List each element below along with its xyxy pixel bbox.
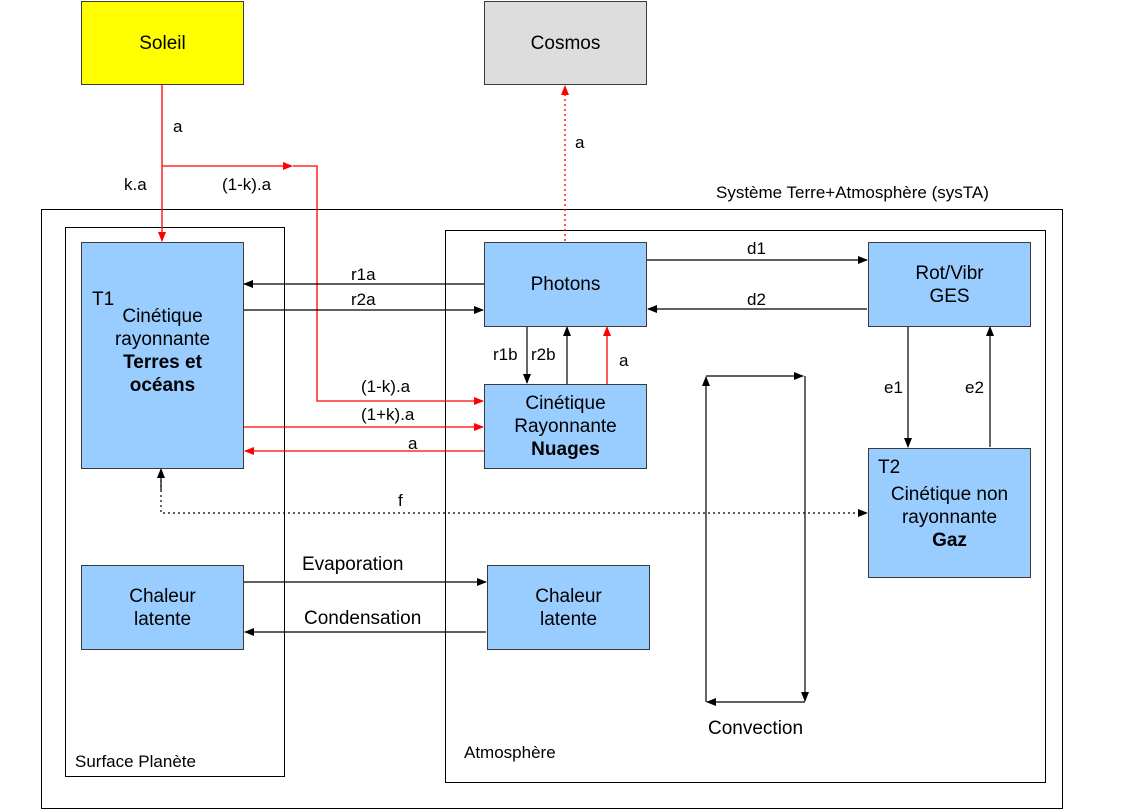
label-convection: Convection [708,718,804,739]
t1-bold2: océans [129,374,196,396]
label-r1a: r1a [351,265,376,284]
label-r2b: r2b [531,345,556,364]
systa-title: Système Terre+Atmosphère (sysTA) [716,183,989,202]
cosmos-label: Cosmos [530,32,601,54]
label-r2a: r2a [351,290,376,309]
nuages-line1: Cinétique [525,393,606,414]
label-a-cosmos: a [575,133,585,152]
nuages-bold: Nuages [531,439,600,460]
atmosphere-frame [445,230,1046,783]
t1-node: T1 Cinétique rayonnante Terres et océans [81,242,244,469]
label-a-top: a [173,117,183,136]
label-e2: e2 [965,378,984,397]
label-e1: e1 [884,378,903,397]
label-1mk-top: (1-k).a [222,175,272,194]
nuages-line2: Rayonnante [514,416,617,437]
label-d2: d2 [747,290,766,309]
chaleur-surface-line1: Chaleur [129,585,196,607]
t2-node: T2 Cinétique non rayonnante Gaz [868,448,1031,578]
chaleur-surface-node: Chaleur latente [81,565,244,650]
nuages-node: Cinétique Rayonnante Nuages [484,384,647,469]
t1-tag: T1 [92,289,115,310]
label-evaporation: Evaporation [302,554,404,575]
label-d1: d1 [747,239,766,258]
surface-frame [65,227,285,777]
rotvibr-line2: GES [929,285,970,307]
label-a-to-t1: a [408,434,418,453]
label-condensation: Condensation [304,608,422,629]
chaleur-surface-line2: latente [133,608,192,630]
cosmos-node: Cosmos [484,1,647,85]
t1-bold1: Terres et [123,351,202,373]
chaleur-atmo-node: Chaleur latente [487,565,650,650]
surface-title: Surface Planète [75,752,196,771]
photons-node: Photons [484,242,647,327]
t2-line2: rayonnante [901,506,998,528]
t1-line1: Cinétique [122,305,203,327]
t1-line2: rayonnante [114,328,211,350]
arrow-f [160,470,868,517]
chaleur-atmo-line1: Chaleur [535,585,602,607]
label-ka: k.a [124,175,147,194]
t2-bold: Gaz [932,529,967,551]
chaleur-atmo-line2: latente [539,608,598,630]
soleil-node: Soleil [81,1,244,85]
label-f: f [398,491,403,510]
label-1pk: (1+k).a [361,405,415,424]
atmosphere-title: Atmosphère [464,743,556,762]
label-1mk: (1-k).a [361,377,411,396]
t2-line1: Cinétique non [890,483,1009,505]
label-a-nuages-up: a [619,351,629,370]
photons-label: Photons [530,274,601,295]
rotvibr-line1: Rot/Vibr [915,262,984,284]
t2-tag: T2 [878,457,901,478]
rotvibr-node: Rot/Vibr GES [868,242,1031,327]
soleil-label: Soleil [139,32,186,54]
label-r1b: r1b [493,345,518,364]
